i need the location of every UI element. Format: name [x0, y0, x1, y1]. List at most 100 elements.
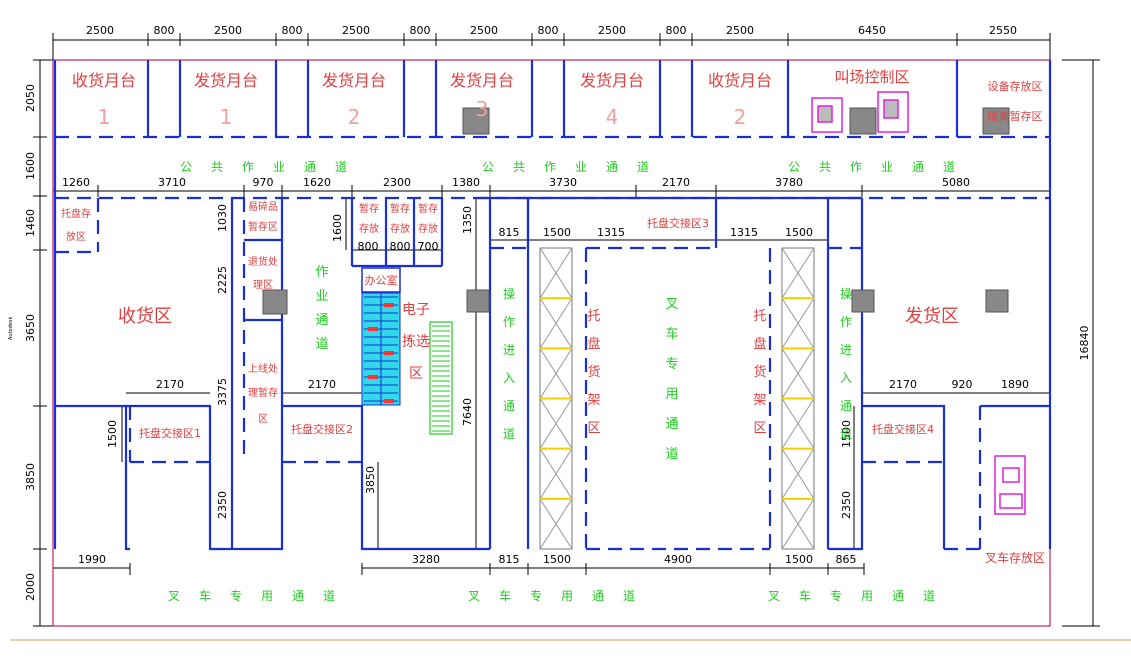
public-aisle-char: 业: [881, 160, 893, 174]
dim-bottom-2: 815: [499, 553, 520, 566]
pallet-rack-left-char: 货: [587, 364, 600, 380]
operate-aisle-right-char: 入: [840, 371, 852, 385]
dim-1890: 1890: [1001, 378, 1029, 391]
forklift-aisle-char: 通: [592, 589, 604, 603]
small-store-3: 暂存: [418, 202, 438, 215]
rack-brace: [539, 348, 573, 399]
pallet-rack-right-char: 架: [753, 393, 766, 408]
dim-text-inner: 815 1500 1315 1315 1500 1030 2225 3375 2…: [106, 204, 1029, 519]
forklift-aisle-char: 用: [861, 589, 873, 603]
operate-aisle-left-char: 通: [503, 399, 515, 413]
dimension-lines: [33, 33, 1100, 627]
forklift-aisle-char: 专: [830, 588, 842, 603]
dim-mid-3: 1620: [303, 176, 331, 189]
dock-6-name: 收货月台: [708, 71, 772, 90]
picking-rack-item: [384, 303, 394, 307]
dim-2350b: 2350: [840, 491, 853, 519]
picking-label-3: 区: [409, 366, 423, 382]
dim-left-5: 2000: [24, 573, 37, 601]
public-aisle-char: 公: [482, 160, 494, 174]
dim-right: 16840: [1078, 326, 1091, 361]
public-aisle-char: 共: [819, 160, 831, 174]
office-block: [361, 267, 401, 293]
public-aisle-char: 公: [788, 160, 800, 174]
columns: [262, 107, 1010, 315]
public-aisle-labels: 公共作业通道公共作业通道公共作业通道: [180, 160, 955, 174]
dim-mid-0: 1260: [62, 176, 90, 189]
dim-1500v: 1500: [106, 420, 119, 448]
operate-aisle-right-char: 通: [840, 399, 852, 413]
dim-800: 800: [358, 240, 379, 253]
pallet-store-label-2: 放区: [66, 230, 86, 243]
forklift-aisle-char: 用: [665, 387, 678, 402]
dim-left-1: 1600: [24, 152, 37, 180]
ship-zone-label: 发货区: [905, 306, 959, 327]
pallet-rack-left-char: 盘: [587, 336, 600, 352]
pallet-handover-3: 托盘交接区3: [647, 216, 709, 230]
public-aisle-char: 道: [335, 160, 347, 174]
dim-mid-9: 5080: [942, 176, 970, 189]
rack-brace: [781, 398, 815, 449]
dim-text-left: 2050 1600 1460 3650 3850 2000 16840: [24, 84, 1091, 601]
dim-top-1: 800: [154, 24, 175, 37]
forklift-park-label: 叉车存放区: [985, 550, 1045, 565]
rack-brace: [539, 297, 573, 349]
yard-label: 叫场控制区: [834, 68, 909, 86]
pallet-handover-4: 托盘交接区4: [872, 422, 934, 436]
dim-top-7: 800: [538, 24, 559, 37]
small-keep-3: 存放: [418, 222, 438, 235]
forklift-aisle-char: 通: [892, 589, 904, 603]
public-aisle-char: 通: [304, 160, 316, 174]
forklift-aisle-char: 专: [230, 588, 242, 603]
rack-brace: [781, 498, 815, 550]
dim-2170b: 2170: [308, 378, 336, 391]
dim-mid-6: 3730: [549, 176, 577, 189]
dock-walls: [53, 60, 1052, 549]
dim-text-mid: 1260 3710 970 1620 2300 1380 3730 2170 3…: [62, 176, 970, 189]
rack-brace: [539, 498, 573, 550]
dim-top-10: 2500: [726, 24, 754, 37]
forklift-aisle-char: 叉: [768, 589, 780, 603]
dock-4-num: 3: [476, 97, 489, 121]
zone-labels: 托盘存 放区 收货区 发货区 易碎品 暂存区 退货处 理区 上线处 理暂存 区 …: [61, 200, 1045, 565]
public-aisle-char: 业: [575, 160, 587, 174]
pallet-handover-2: 托盘交接区2: [291, 422, 353, 436]
dim-bottom-4: 4900: [664, 553, 692, 566]
dock-2-name: 发货月台: [194, 71, 258, 90]
dim-top-5: 800: [410, 24, 431, 37]
dim-700: 700: [418, 240, 439, 253]
public-aisle-char: 作: [242, 160, 254, 174]
equipment-label: 设备存放区: [988, 79, 1043, 93]
operate-aisle-right-char: 进: [840, 343, 852, 357]
pallet-rack-right-char: 货: [753, 364, 766, 380]
public-aisle-char: 业: [273, 160, 285, 174]
dock-1-name: 收货月台: [72, 71, 136, 90]
forklift-aisle-char: 用: [561, 589, 573, 603]
dim-1500a: 1500: [543, 226, 571, 239]
public-aisle-char: 共: [211, 160, 223, 174]
dock-2-num: 1: [220, 105, 233, 129]
forklift-aisle-char: 道: [323, 589, 335, 603]
dim-top-4: 2500: [342, 24, 370, 37]
dim-2350a: 2350: [216, 491, 229, 519]
dim-text-bottom: 1990 3280 815 1500 4900 1500 865: [78, 553, 857, 566]
dim-left-2: 1460: [24, 209, 37, 237]
rack-brace: [781, 448, 815, 500]
dim-1600: 1600: [331, 214, 344, 242]
dim-7640: 7640: [461, 398, 474, 426]
public-aisle-char: 作: [544, 160, 556, 174]
dock-3-name: 发货月台: [322, 71, 386, 90]
work-aisle-char: 道: [315, 337, 328, 352]
dim-top-0: 2500: [86, 24, 114, 37]
online-label-3: 区: [258, 413, 268, 425]
public-aisle-char: 公: [180, 160, 192, 174]
forklift-aisle-char: 车: [499, 588, 511, 603]
dock-labels: 收货月台 1 发货月台 1 发货月台 2 发货月台 3 发货月台 4 收货月台 …: [72, 68, 1043, 129]
forklift-aisle-char: 道: [665, 447, 678, 462]
forklift-aisle-bottom: 叉车专用通道叉车专用通道叉车专用通道: [168, 588, 935, 603]
return-label-2: 理区: [253, 279, 273, 291]
online-label-2: 理暂存: [248, 386, 278, 399]
dim-top-3: 800: [282, 24, 303, 37]
